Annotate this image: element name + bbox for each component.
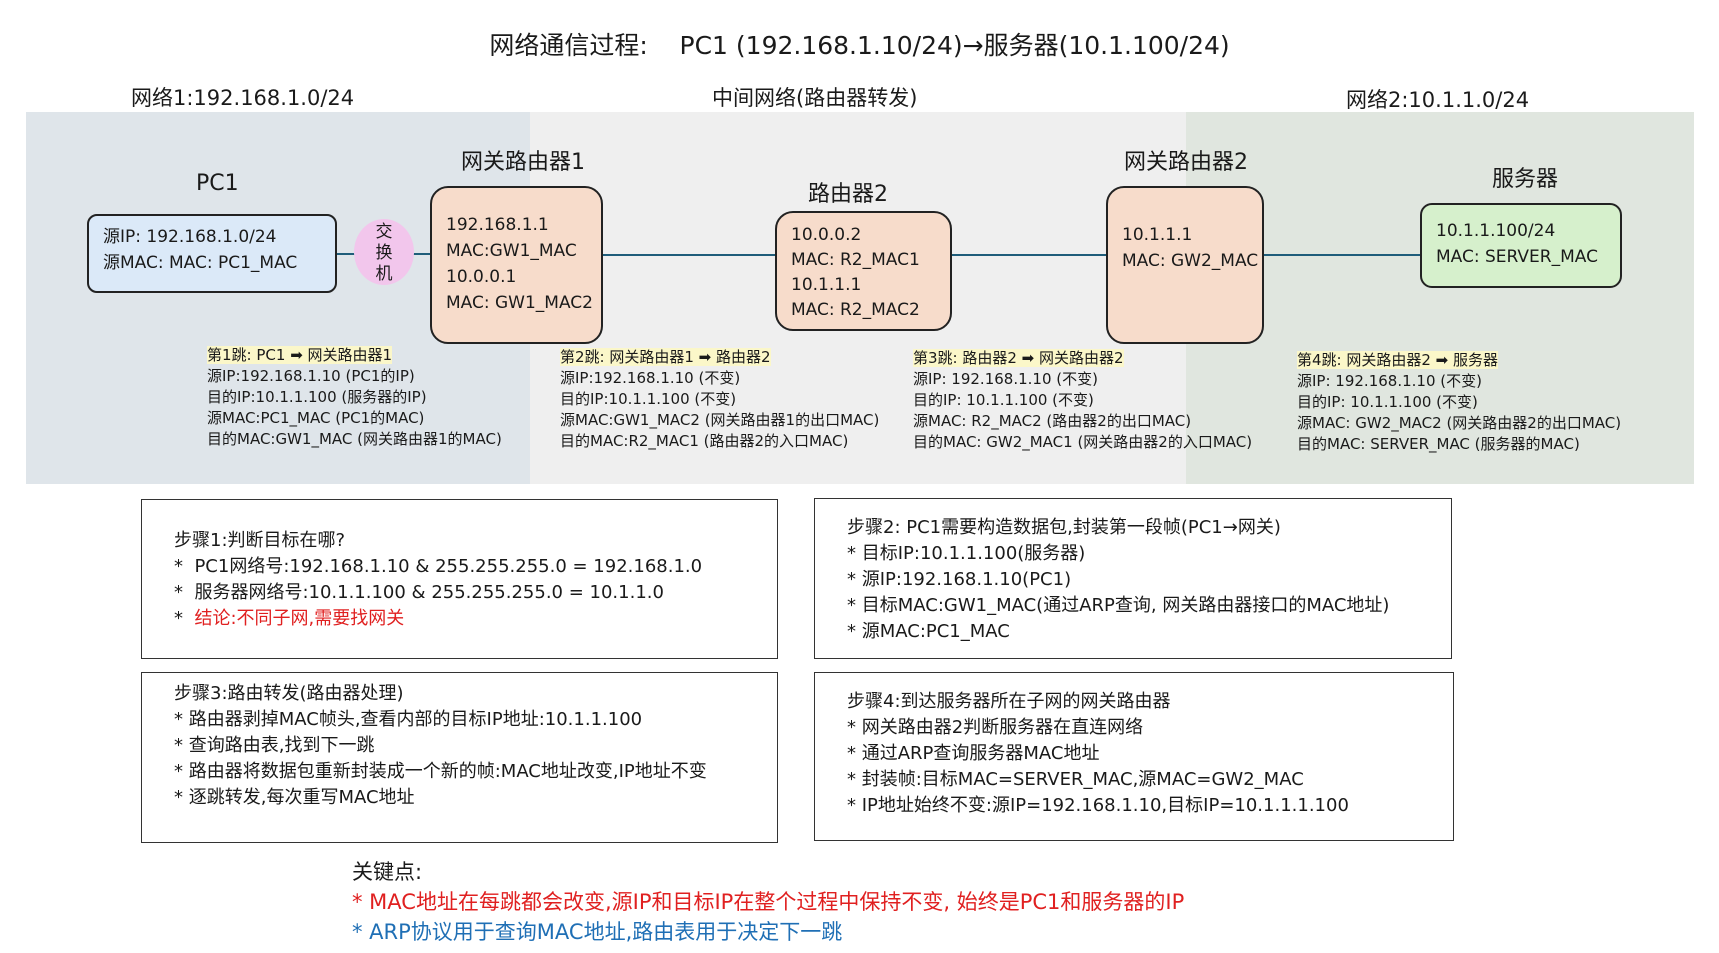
hop-line: 目的MAC:R2_MAC1 (路由器2的入口MAC) xyxy=(560,432,849,450)
hop-line: 目的MAC: SERVER_MAC (服务器的MAC) xyxy=(1297,435,1580,453)
step3-line: * 路由器剥掉MAC帧头,查看内部的目标IP地址:10.1.1.100 xyxy=(174,709,643,730)
hop-line: 目的IP:10.1.1.100 (服务器的IP) xyxy=(207,388,427,406)
switch-char: 机 xyxy=(375,264,393,284)
hop-line: 源IP:192.168.1.10 (不变) xyxy=(560,369,741,387)
server-title: 服务器 xyxy=(1492,167,1559,192)
step3-box: 步骤3:路由转发(路由器处理) * 路由器剥掉MAC帧头,查看内部的目标IP地址… xyxy=(141,672,778,843)
network2-label: 网络2:10.1.1.0/24 xyxy=(1346,88,1530,112)
link-gw2-server xyxy=(1264,254,1420,256)
hop-line: 源IP: 192.168.1.10 (不变) xyxy=(1297,372,1482,390)
hop-2: 第2跳: 网关路由器1 ➡ 路由器2 源IP:192.168.1.10 (不变)… xyxy=(560,347,879,452)
step1-title: 步骤1:判断目标在哪? xyxy=(174,530,346,551)
hop-line: 源IP: 192.168.1.10 (不变) xyxy=(913,370,1098,388)
network2-zone xyxy=(1186,112,1694,484)
middle-network-label: 中间网络(路由器转发) xyxy=(712,86,918,110)
switch-char: 交 xyxy=(375,222,393,242)
hop-4: 第4跳: 网关路由器2 ➡ 服务器 源IP: 192.168.1.10 (不变)… xyxy=(1297,350,1621,455)
pc1-node[interactable]: 源IP: 192.168.1.0/24 源MAC: MAC: PC1_MAC xyxy=(87,214,337,293)
step3-line: * 路由器将数据包重新封装成一个新的帧:MAC地址改变,IP地址不变 xyxy=(174,761,707,782)
step4-line: * 封装帧:目标MAC=SERVER_MAC,源MAC=GW2_MAC xyxy=(847,769,1304,790)
server-node[interactable]: 10.1.1.100/24 MAC: SERVER_MAC xyxy=(1420,203,1622,288)
hop-line: 目的MAC: GW2_MAC1 (网关路由器2的入口MAC) xyxy=(913,433,1253,451)
hop-title: 第3跳: 路由器2 ➡ 网关路由器2 xyxy=(913,349,1124,367)
hop-line: 源MAC:GW1_MAC2 (网关路由器1的出口MAC) xyxy=(560,411,880,429)
step2-line: * 源MAC:PC1_MAC xyxy=(847,621,1010,642)
r2-line: MAC: R2_MAC1 xyxy=(791,250,920,270)
switch-char: 换 xyxy=(375,243,393,263)
key-points: 关键点: * MAC地址在每跳都会改变,源IP和目标IP在整个过程中保持不变, … xyxy=(352,857,1184,947)
pc1-line: 源MAC: MAC: PC1_MAC xyxy=(103,253,298,273)
hop-1: 第1跳: PC1 ➡ 网关路由器1 源IP:192.168.1.10 (PC1的… xyxy=(207,345,502,450)
step3-line: * 查询路由表,找到下一跳 xyxy=(174,735,375,756)
key-point-red: * MAC地址在每跳都会改变,源IP和目标IP在整个过程中保持不变, 始终是PC… xyxy=(352,890,1185,914)
link-gw1-r2 xyxy=(603,254,775,256)
network1-label: 网络1:192.168.1.0/24 xyxy=(131,86,355,110)
step3-title: 步骤3:路由转发(路由器处理) xyxy=(174,683,404,704)
hop-line: 目的IP: 10.1.1.100 (不变) xyxy=(913,391,1094,409)
hop-line: 源MAC:PC1_MAC (PC1的MAC) xyxy=(207,409,425,427)
step4-line: * 通过ARP查询服务器MAC地址 xyxy=(847,743,1100,764)
r2-title: 路由器2 xyxy=(808,182,888,207)
step4-line: * IP地址始终不变:源IP=192.168.1.10,目标IP=10.1.1.… xyxy=(847,795,1349,816)
gw1-line: MAC: GW1_MAC2 xyxy=(446,293,593,313)
gw1-line: 192.168.1.1 xyxy=(446,215,549,235)
gw2-title: 网关路由器2 xyxy=(1124,150,1248,175)
hop-title: 第4跳: 网关路由器2 ➡ 服务器 xyxy=(1297,351,1499,369)
step1-conclusion: 结论:不同子网,需要找网关 xyxy=(194,608,405,629)
step4-box: 步骤4:到达服务器所在子网的网关路由器 * 网关路由器2判断服务器在直连网络 *… xyxy=(814,672,1454,841)
hop-line: 源IP:192.168.1.10 (PC1的IP) xyxy=(207,367,415,385)
hop-3: 第3跳: 路由器2 ➡ 网关路由器2 源IP: 192.168.1.10 (不变… xyxy=(913,348,1252,453)
key-points-title: 关键点: xyxy=(352,860,423,884)
r2-line: 10.0.0.2 xyxy=(791,225,862,245)
step3-line: * 逐跳转发,每次重写MAC地址 xyxy=(174,787,415,808)
step1-line: * 服务器网络号:10.1.1.100 & 255.255.255.0 = 10… xyxy=(174,582,664,603)
diagram-title: 网络通信过程: PC1 (192.168.1.10/24)→服务器(10.1.1… xyxy=(489,31,1230,60)
step1-conclusion-bullet: * xyxy=(174,608,195,629)
gw2-node[interactable]: 10.1.1.1 MAC: GW2_MAC xyxy=(1106,186,1264,344)
step2-box: 步骤2: PC1需要构造数据包,封装第一段帧(PC1→网关) * 目标IP:10… xyxy=(814,498,1452,659)
link-r2-gw2 xyxy=(952,254,1106,256)
server-line: MAC: SERVER_MAC xyxy=(1436,247,1598,267)
hop-title: 第1跳: PC1 ➡ 网关路由器1 xyxy=(207,346,393,364)
step4-title: 步骤4:到达服务器所在子网的网关路由器 xyxy=(847,691,1171,712)
hop-line: 目的IP: 10.1.1.100 (不变) xyxy=(1297,393,1478,411)
key-point-blue: * ARP协议用于查询MAC地址,路由表用于决定下一跳 xyxy=(352,920,843,944)
hop-line: 源MAC: R2_MAC2 (路由器2的出口MAC) xyxy=(913,412,1192,430)
step1-box: 步骤1:判断目标在哪? * PC1网络号:192.168.1.10 & 255.… xyxy=(141,499,778,659)
step1-line: * PC1网络号:192.168.1.10 & 255.255.255.0 = … xyxy=(174,556,703,577)
step2-title: 步骤2: PC1需要构造数据包,封装第一段帧(PC1→网关) xyxy=(847,517,1281,538)
step2-line: * 目标IP:10.1.1.100(服务器) xyxy=(847,543,1086,564)
step2-line: * 源IP:192.168.1.10(PC1) xyxy=(847,569,1072,590)
r2-line: 10.1.1.1 xyxy=(791,275,862,295)
r2-node[interactable]: 10.0.0.2 MAC: R2_MAC1 10.1.1.1 MAC: R2_M… xyxy=(775,211,952,331)
r2-line: MAC: R2_MAC2 xyxy=(791,300,920,320)
hop-title: 第2跳: 网关路由器1 ➡ 路由器2 xyxy=(560,348,771,366)
step2-line: * 目标MAC:GW1_MAC(通过ARP查询, 网关路由器接口的MAC地址) xyxy=(847,595,1390,616)
gw2-line: 10.1.1.1 xyxy=(1122,225,1193,245)
gw1-line: MAC:GW1_MAC xyxy=(446,241,577,261)
pc1-line: 源IP: 192.168.1.0/24 xyxy=(103,227,277,247)
gw2-line: MAC: GW2_MAC xyxy=(1122,251,1259,271)
step4-line: * 网关路由器2判断服务器在直连网络 xyxy=(847,717,1144,738)
gw1-title: 网关路由器1 xyxy=(461,150,585,175)
gw1-line: 10.0.0.1 xyxy=(446,267,517,287)
hop-line: 目的MAC:GW1_MAC (网关路由器1的MAC) xyxy=(207,430,502,448)
gw1-node[interactable]: 192.168.1.1 MAC:GW1_MAC 10.0.0.1 MAC: GW… xyxy=(430,186,603,344)
switch-node[interactable]: 交 换 机 xyxy=(354,219,414,285)
pc1-title: PC1 xyxy=(196,171,239,196)
hop-line: 源MAC: GW2_MAC2 (网关路由器2的出口MAC) xyxy=(1297,414,1622,432)
server-line: 10.1.1.100/24 xyxy=(1436,221,1556,241)
hop-line: 目的IP:10.1.1.100 (不变) xyxy=(560,390,737,408)
